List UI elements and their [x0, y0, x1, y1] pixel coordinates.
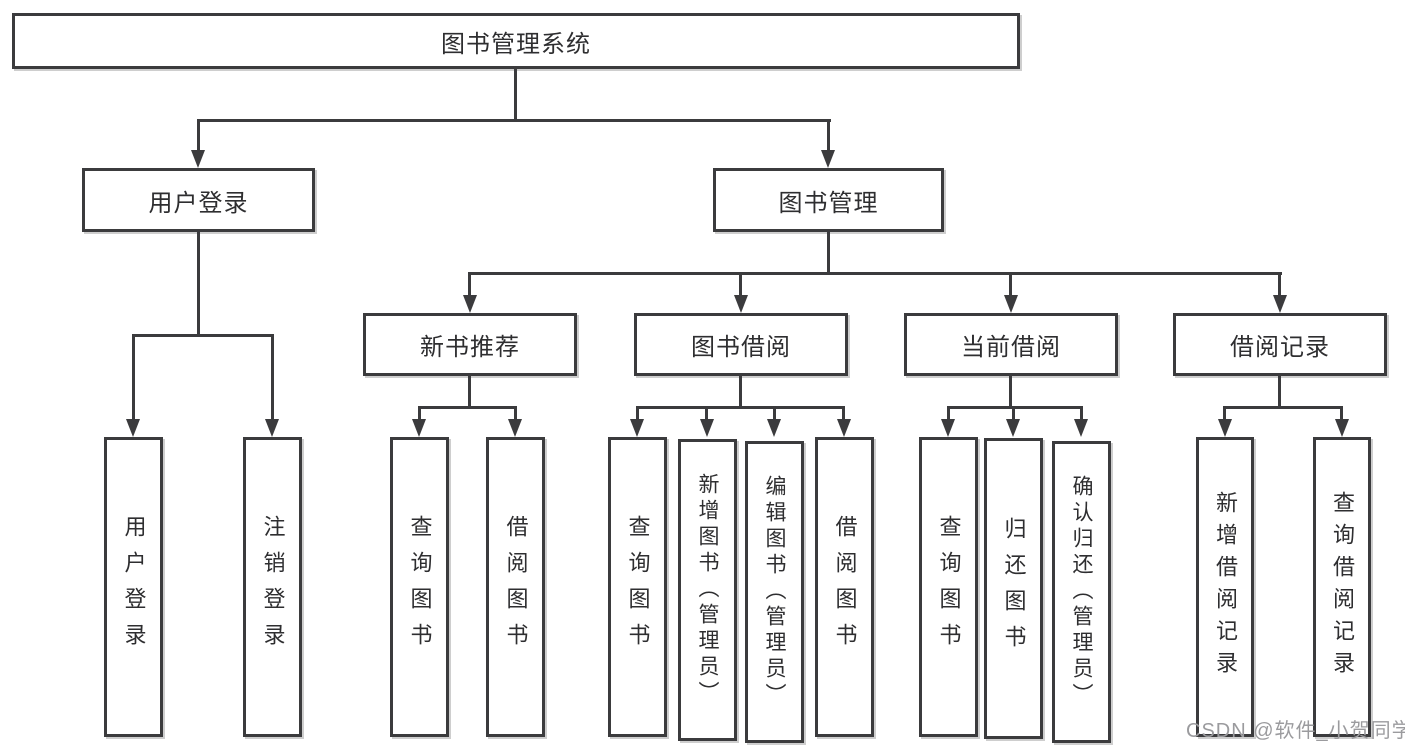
connector-line — [842, 406, 845, 421]
leaf-label: 借阅图书 — [503, 515, 529, 659]
node-book-management: 图书管理 — [713, 168, 944, 232]
leaf-label: 新增借阅记录 — [1213, 491, 1238, 683]
connector-line — [1340, 406, 1343, 421]
node-new-book-recommend: 新书推荐 — [363, 313, 577, 376]
arrow-down-icon — [734, 295, 748, 313]
leaf-borrow-books: 借阅图书 — [815, 437, 874, 737]
leaf-return-books: 归还图书 — [984, 438, 1043, 739]
leaf-edit-books-admin: 编辑图书（管理员） — [745, 441, 804, 743]
node-label: 图书管理 — [778, 189, 879, 217]
node-label: 当前借阅 — [961, 334, 1061, 361]
arrow-down-icon — [265, 419, 279, 437]
leaf-query-books-current: 查询图书 — [919, 437, 978, 737]
leaf-add-books-admin: 新增图书（管理员） — [678, 439, 737, 741]
node-label: 图书借阅 — [691, 334, 791, 361]
connector-line — [1009, 375, 1012, 408]
leaf-label: 新增图书（管理员） — [696, 473, 719, 707]
connector-line — [514, 68, 517, 121]
node-borrowing-records: 借阅记录 — [1173, 313, 1387, 376]
leaf-label: 归还图书 — [1001, 516, 1027, 661]
leaf-borrow-books-recommend: 借阅图书 — [486, 437, 545, 737]
connector-line — [827, 231, 830, 274]
arrow-down-icon — [1074, 419, 1088, 437]
leaf-label: 借阅图书 — [832, 515, 858, 659]
arrow-down-icon — [126, 419, 140, 437]
arrow-down-icon — [412, 419, 426, 437]
connector-line — [636, 406, 639, 421]
connector-line — [1278, 375, 1281, 408]
arrow-down-icon — [191, 150, 205, 168]
connector-line — [418, 406, 517, 409]
arrow-down-icon — [630, 419, 644, 437]
connector-line — [271, 334, 274, 421]
node-library-management-system: 图书管理系统 — [12, 13, 1020, 69]
connector-line — [132, 334, 135, 421]
arrow-down-icon — [1335, 419, 1349, 437]
connector-line — [739, 272, 742, 297]
leaf-label: 用户登录 — [121, 515, 147, 659]
node-book-borrowing: 图书借阅 — [634, 313, 848, 376]
leaf-user-login: 用户登录 — [104, 437, 163, 737]
leaf-query-borrow-record: 查询借阅记录 — [1313, 437, 1371, 737]
leaf-label: 编辑图书（管理员） — [763, 475, 786, 709]
leaf-confirm-return-admin: 确认归还（管理员） — [1052, 441, 1111, 743]
leaf-label: 查询借阅记录 — [1330, 491, 1355, 683]
connector-line — [947, 406, 950, 421]
connector-line — [1009, 272, 1012, 297]
arrow-down-icon — [767, 419, 781, 437]
connector-line — [773, 406, 776, 421]
leaf-label: 查询图书 — [407, 515, 433, 659]
leaf-query-books-recommend: 查询图书 — [390, 437, 449, 737]
connector-line — [468, 272, 1282, 275]
csdn-watermark: CSDN @软件_小贺同学 — [1186, 720, 1405, 742]
node-user-login: 用户登录 — [82, 168, 315, 232]
connector-line — [705, 406, 708, 421]
connector-line — [468, 272, 471, 297]
arrow-down-icon — [1006, 419, 1020, 437]
node-current-borrowing: 当前借阅 — [904, 313, 1118, 376]
connector-line — [1080, 406, 1083, 421]
connector-line — [1278, 272, 1281, 297]
connector-line — [1223, 406, 1226, 421]
arrow-down-icon — [1004, 295, 1018, 313]
arrow-down-icon — [837, 419, 851, 437]
node-label: 借阅记录 — [1230, 334, 1330, 361]
leaf-label: 查询图书 — [936, 515, 962, 659]
arrow-down-icon — [508, 419, 522, 437]
arrow-down-icon — [1273, 295, 1287, 313]
connector-line — [947, 406, 1083, 409]
connector-line — [636, 406, 845, 409]
leaf-label: 确认归还（管理员） — [1070, 475, 1093, 709]
connector-line — [197, 119, 831, 122]
arrow-down-icon — [463, 295, 477, 313]
connector-line — [418, 406, 421, 421]
connector-line — [739, 375, 742, 408]
node-label: 用户登录 — [148, 189, 249, 217]
leaf-label: 查询图书 — [625, 515, 651, 659]
arrow-down-icon — [821, 150, 835, 168]
connector-line — [197, 119, 200, 152]
connector-line — [1012, 406, 1015, 421]
leaf-logout: 注销登录 — [243, 437, 302, 737]
connector-line — [827, 119, 830, 152]
arrow-down-icon — [1218, 419, 1232, 437]
connector-line — [197, 231, 200, 337]
arrow-down-icon — [700, 419, 714, 437]
leaf-query-books-borrow: 查询图书 — [608, 437, 667, 737]
node-label: 图书管理系统 — [441, 30, 591, 58]
connector-line — [468, 375, 471, 408]
leaf-label: 注销登录 — [260, 515, 286, 659]
connector-line — [514, 406, 517, 421]
arrow-down-icon — [941, 419, 955, 437]
connector-line — [132, 334, 274, 337]
node-label: 新书推荐 — [420, 334, 520, 361]
leaf-add-borrow-record: 新增借阅记录 — [1196, 437, 1254, 737]
connector-line — [1223, 406, 1343, 409]
